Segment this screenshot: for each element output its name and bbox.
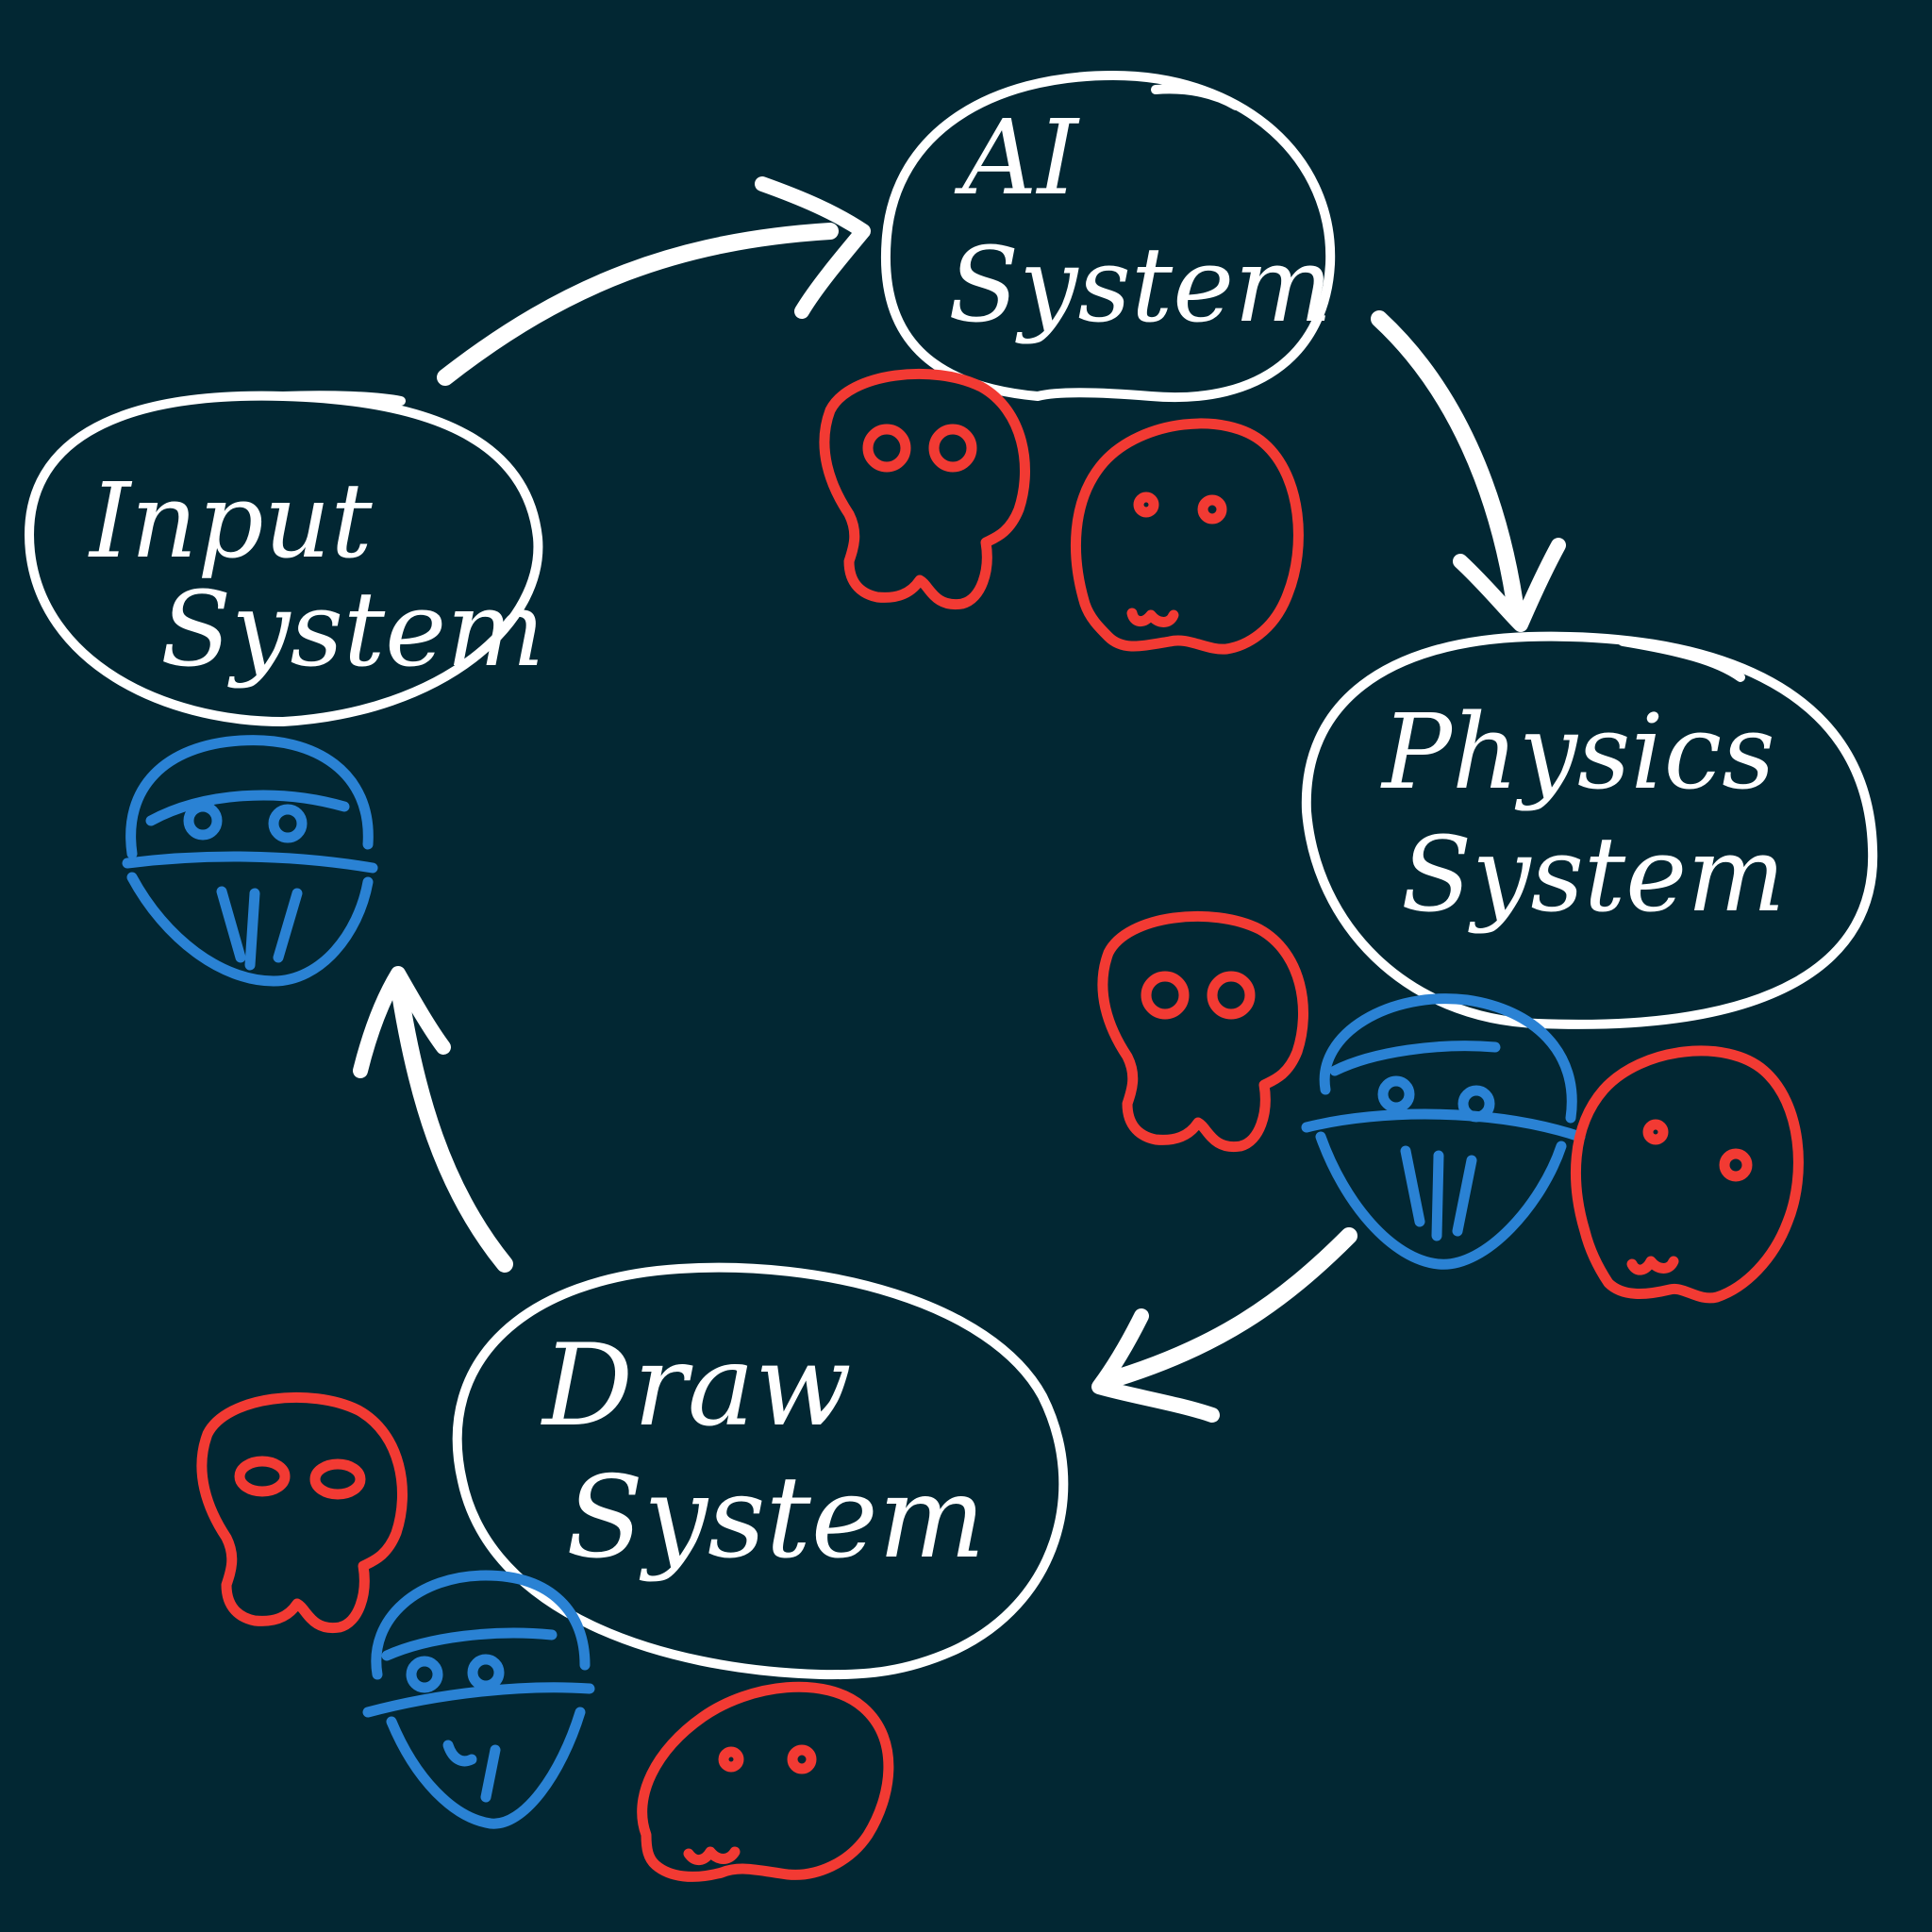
arrow-head-physics-to-draw	[1091, 1308, 1220, 1423]
node-physics-bubble-overstroke	[1618, 637, 1745, 682]
ai-members	[819, 368, 1304, 655]
node-input-label-line2: System	[160, 569, 545, 690]
ghost-icon	[637, 1681, 894, 1882]
node-physics-label-line1: Physics	[1380, 691, 1775, 812]
skull-icon	[196, 1391, 408, 1634]
arrow-input-to-ai	[437, 223, 839, 386]
arrow-head-draw-to-input	[353, 966, 451, 1078]
arrow-head-ai-to-physics	[1453, 538, 1566, 632]
node-ai: AI System	[880, 71, 1336, 403]
node-input-bubble-overstroke	[278, 391, 406, 406]
node-ai-bubble-overstroke	[1151, 84, 1241, 110]
helmet-icon	[362, 1570, 595, 1829]
input-members	[122, 735, 378, 987]
node-draw: Draw System	[452, 1262, 1069, 1680]
node-ai-label-line2: System	[948, 225, 1333, 345]
helmet-icon	[122, 735, 378, 987]
node-draw-bubble	[452, 1262, 1069, 1680]
ghost-icon	[1570, 1045, 1804, 1304]
ghost-icon	[1070, 418, 1304, 655]
skull-icon	[1097, 910, 1308, 1153]
node-input: Input System	[25, 391, 545, 726]
node-draw-label-line2: System	[566, 1453, 986, 1584]
node-physics-bubble	[1301, 631, 1878, 1029]
arrow-ai-to-physics	[1371, 310, 1525, 626]
node-draw-label-line1: Draw	[541, 1321, 852, 1452]
edge-draw-to-input	[353, 966, 513, 1273]
edge-ai-to-physics	[1371, 310, 1566, 632]
edge-input-to-ai	[437, 176, 871, 386]
node-physics-label-line2: System	[1401, 814, 1786, 935]
node-physics: Physics System	[1301, 631, 1878, 1029]
node-input-label-line1: Input	[88, 460, 374, 581]
arrow-physics-to-draw	[1095, 1227, 1357, 1391]
draw-members	[196, 1391, 894, 1882]
helmet-icon	[1301, 993, 1586, 1270]
node-ai-label-line1: AI	[954, 97, 1080, 218]
skull-icon	[819, 368, 1030, 610]
physics-members	[1097, 910, 1804, 1304]
arrow-head-input-to-ai	[755, 176, 871, 319]
arrow-draw-to-input	[390, 973, 513, 1273]
edge-physics-to-draw	[1091, 1227, 1357, 1423]
